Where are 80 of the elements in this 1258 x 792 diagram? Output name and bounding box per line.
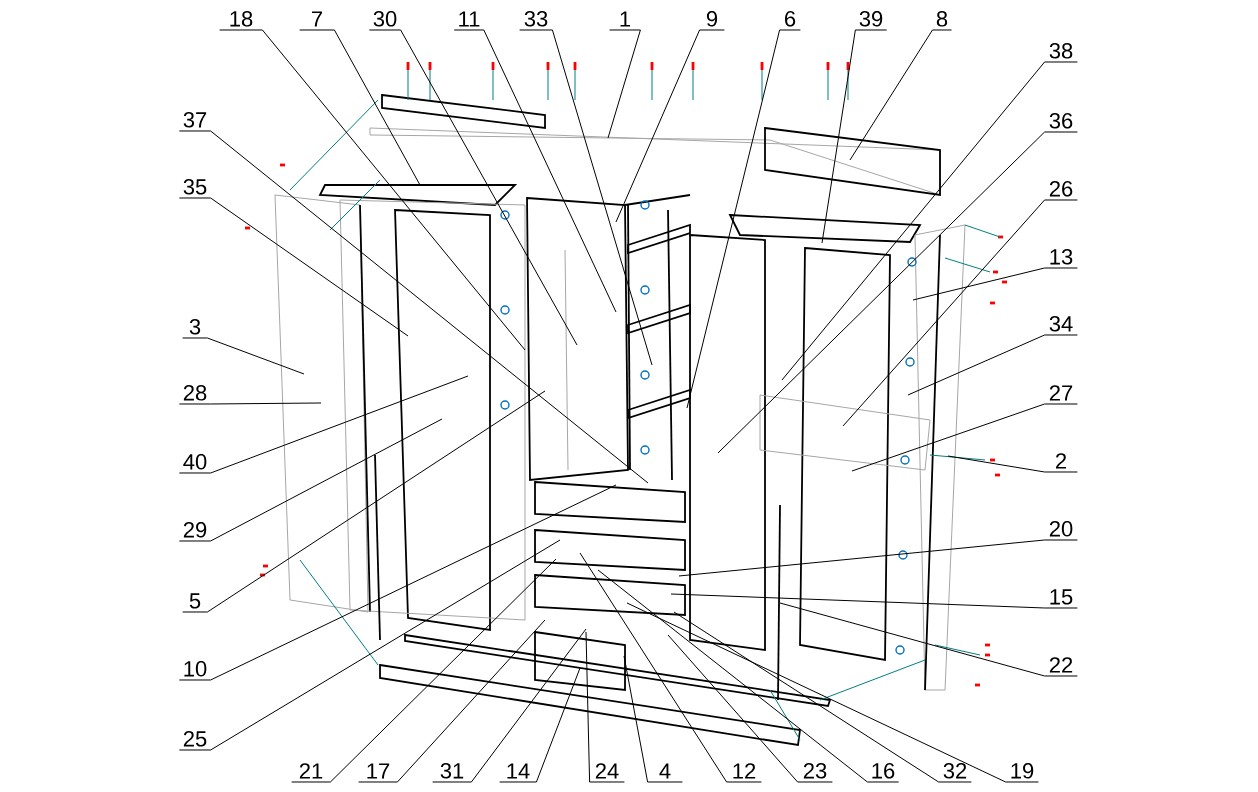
callout-number: 21 — [291, 763, 331, 783]
leader-line — [667, 634, 799, 783]
leader-line — [670, 593, 1046, 609]
leader-line — [470, 628, 587, 783]
callout-number: 32 — [938, 763, 972, 783]
leader-line — [849, 29, 933, 161]
callout-number: 33 — [519, 11, 553, 31]
leader-line — [333, 29, 421, 186]
callout-number: 14 — [499, 763, 537, 783]
callout-number: 37 — [178, 112, 212, 132]
callout-number: 31 — [432, 763, 472, 783]
leader-line — [912, 267, 1046, 301]
callout-number: 12 — [726, 763, 762, 783]
leader-line — [585, 631, 591, 783]
leader-line — [673, 611, 940, 783]
leader-line — [210, 130, 649, 484]
leader-line — [210, 484, 617, 681]
callout-number: 36 — [1044, 113, 1078, 133]
callout-number: 7 — [299, 11, 335, 31]
callout-number: 26 — [1044, 181, 1078, 201]
leader-line — [781, 61, 1046, 381]
callout-number: 5 — [182, 593, 208, 613]
leader-line — [210, 375, 469, 474]
leader-line — [717, 131, 1046, 454]
leader-line — [947, 455, 1046, 473]
leader-line — [597, 569, 868, 783]
callout-number: 23 — [797, 763, 833, 783]
callout-number: 2 — [1044, 453, 1078, 473]
leader-line — [400, 29, 578, 346]
callout-number: 24 — [589, 763, 625, 783]
callout-number: 13 — [1044, 249, 1078, 269]
callout-number: 29 — [178, 522, 212, 542]
leader-line — [210, 539, 561, 751]
callout-number: 15 — [1044, 589, 1078, 609]
leader-line — [907, 334, 1046, 396]
callout-number: 27 — [1044, 385, 1078, 405]
leader-line — [623, 655, 649, 783]
callout-number: 8 — [932, 11, 953, 31]
leader-line — [626, 602, 1007, 783]
leader-line — [206, 337, 305, 375]
leader-line — [210, 402, 322, 405]
callout-number: 16 — [866, 763, 900, 783]
callout-number: 35 — [178, 179, 212, 199]
callout-number: 6 — [779, 11, 801, 31]
leader-line — [779, 602, 1046, 677]
callout-number: 25 — [178, 731, 212, 751]
leader-line — [483, 29, 617, 313]
callout-number: 30 — [368, 11, 402, 31]
leader-line — [261, 29, 526, 351]
leader-line — [535, 667, 581, 783]
callout-number: 28 — [178, 385, 212, 405]
leader-line — [551, 29, 653, 366]
leader-line — [686, 29, 781, 409]
leader-line — [210, 418, 443, 542]
callout-number: 11 — [453, 11, 485, 31]
leader-line — [206, 390, 546, 613]
callout-number: 39 — [854, 11, 888, 31]
leader-line — [851, 403, 1046, 472]
callout-number: 4 — [647, 763, 683, 783]
leader-line — [210, 197, 409, 337]
callout-number: 22 — [1044, 657, 1078, 677]
leader-line — [821, 29, 856, 244]
callout-number: 3 — [182, 319, 208, 339]
callout-number: 40 — [178, 454, 212, 474]
leader-line — [607, 29, 641, 139]
callout-number: 17 — [358, 763, 398, 783]
callout-number: 18 — [219, 11, 263, 31]
leader-line — [842, 199, 1046, 427]
callout-number: 20 — [1044, 521, 1078, 541]
leader-line — [615, 29, 701, 223]
callout-number: 19 — [1005, 763, 1039, 783]
callout-number: 38 — [1044, 43, 1078, 63]
callout-number: 1 — [609, 11, 641, 31]
leader-line — [396, 619, 546, 783]
leader-line — [579, 552, 728, 783]
leader-line — [329, 558, 557, 783]
leader-line — [678, 539, 1046, 577]
callout-number: 34 — [1044, 316, 1078, 336]
callout-number: 9 — [699, 11, 725, 31]
callout-number: 10 — [178, 661, 212, 681]
